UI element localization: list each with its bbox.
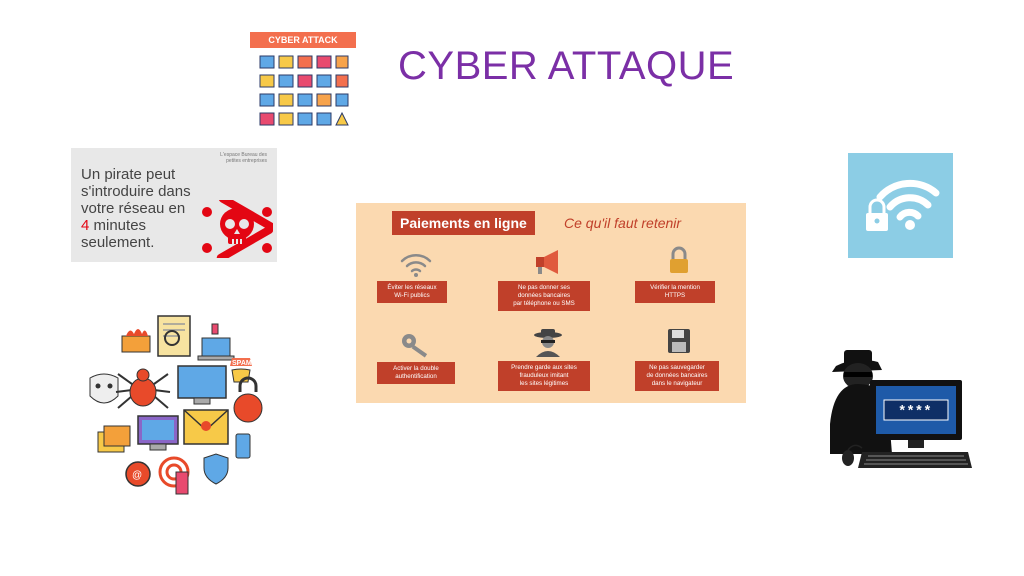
slide-title: CYBER ATTAQUE <box>398 44 735 88</box>
malware-icons-illustration: SPAM @ <box>89 315 263 495</box>
wifi-lock-icon <box>866 179 940 231</box>
pirate-warning-text: Un pirate peut s'introduire dans votre r… <box>81 166 191 251</box>
floppy-disk-icon <box>668 329 690 353</box>
spam-label: SPAM <box>232 360 252 367</box>
password-mask: **** <box>898 404 932 420</box>
spy-icon <box>534 329 562 357</box>
padlock-icon <box>670 246 688 273</box>
cyber-attack-icon-grid <box>259 55 349 126</box>
pirate-warning-card: L'espace Bureau des petites entreprises … <box>71 148 277 262</box>
payments-heading: Paiements en ligne <box>392 211 535 235</box>
svg-text:@: @ <box>132 470 142 481</box>
megaphone-icon <box>536 250 558 274</box>
hacker-computer-illustration: **** <box>830 350 972 468</box>
wifi-lock-tile <box>848 153 953 258</box>
online-payments-infographic: Paiements en ligne Ce qu'il faut retenir… <box>356 203 746 403</box>
key-icon <box>402 334 428 358</box>
wifi-icon <box>400 254 432 277</box>
minutes-number: 4 <box>81 217 90 234</box>
cyber-attack-icons-image: CYBER ATTACK <box>250 32 356 132</box>
skull-crossbones-icon <box>202 200 273 258</box>
cyber-attack-banner: CYBER ATTACK <box>250 32 356 48</box>
small-business-logo: L'espace Bureau des petites entreprises <box>220 152 267 164</box>
payments-subheading: Ce qu'il faut retenir <box>564 215 682 231</box>
